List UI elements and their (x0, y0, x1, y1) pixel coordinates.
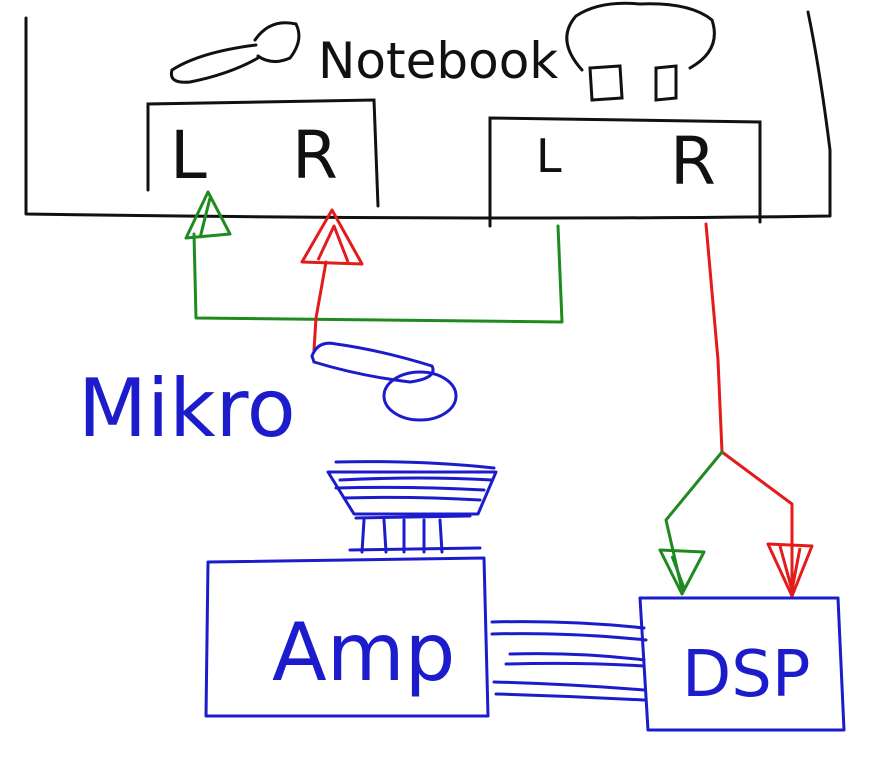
green-arrow-into-left-jack (184, 190, 232, 240)
red-wire-mic (312, 260, 328, 352)
jack-panel-2 (488, 116, 762, 228)
red-wire-output (704, 222, 794, 594)
notebook-title: Notebook (318, 32, 558, 90)
jack-panel-1 (146, 98, 380, 208)
microphone-icon (169, 21, 301, 84)
jack-2-left-label: L (536, 129, 562, 183)
jack-2-right-label: R (670, 123, 716, 200)
speaker-icon (326, 460, 498, 554)
amp-box (204, 556, 490, 718)
amp-label: Amp (272, 606, 455, 699)
green-wire-loop (192, 224, 564, 324)
microphone-label: Mikro (78, 362, 296, 455)
amp-dsp-cables (490, 620, 648, 702)
jack-1-left-label: L (170, 117, 207, 194)
dsp-label: DSP (682, 638, 811, 712)
microphone-icon (310, 341, 458, 422)
dsp-box (638, 596, 846, 732)
red-arrow-into-right-jack (300, 208, 364, 266)
jack-1-right-label: R (292, 117, 338, 194)
green-arrow-into-dsp (658, 548, 706, 596)
headphones-icon (565, 1, 716, 102)
notebook-outline (24, 10, 832, 220)
red-arrow-into-dsp (766, 542, 814, 598)
